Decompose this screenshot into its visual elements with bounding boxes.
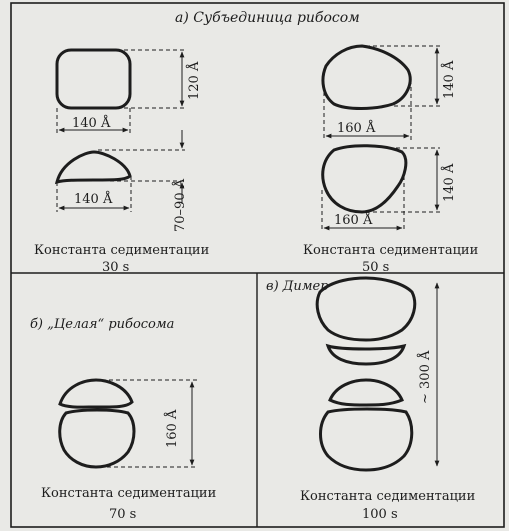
panel-a-title: а) Субъединица рибосом	[175, 10, 360, 26]
small-side-width-label: 140 Å	[74, 191, 113, 207]
panel-a-left-caption: Константа седиментации	[34, 243, 209, 258]
panel-a-right-value: 50 s	[362, 260, 389, 275]
large-subunit-width-label: 160 Å	[337, 120, 376, 136]
large-side-guides	[321, 147, 440, 232]
small-subunit-height-label: 120 Å	[186, 61, 202, 100]
panel-c-value: 100 s	[362, 507, 398, 522]
large-side-height-label: 140 Å	[441, 163, 457, 202]
panel-b-value: 70 s	[109, 507, 136, 522]
panel-b-caption: Константа седиментации	[41, 486, 216, 501]
small-subunit-width-label: 140 Å	[72, 115, 111, 131]
large-subunit-height-label: 140 Å	[441, 60, 457, 99]
small-subunit-guides	[56, 49, 185, 134]
panel-c-title: в) Димер	[266, 279, 329, 294]
large-subunit-side-shape	[321, 144, 408, 214]
small-side-guides	[56, 149, 185, 212]
whole-ribosome-bottom-shape	[58, 408, 136, 469]
whole-ribosome-guides	[100, 379, 198, 468]
whole-ribosome-top-shape	[58, 378, 134, 409]
small-subunit-shape	[55, 48, 132, 110]
large-subunit-shape	[321, 44, 412, 110]
panel-a-right-caption: Константа седиментации	[303, 243, 478, 258]
whole-ribosome-height-label: 160 Å	[164, 409, 180, 448]
dimer-bottom-shape	[319, 407, 414, 472]
dimer-top-shape	[315, 276, 417, 342]
small-side-height-label: 70–90 Å	[172, 178, 188, 232]
dimer-upper-middle-shape	[325, 343, 407, 366]
figure-frame	[10, 2, 505, 528]
large-side-width-label: 160 Å	[334, 212, 373, 228]
small-subunit-side-shape	[54, 150, 132, 185]
panel-a-left-value: 30 s	[102, 260, 129, 275]
dimer-height-label: ~ 300 Å	[417, 350, 433, 404]
panel-b-title: б) „Целая“ рибосома	[30, 317, 174, 332]
panel-c-caption: Константа седиментации	[300, 489, 475, 504]
large-subunit-guides	[323, 45, 440, 140]
dimer-lower-middle-shape	[328, 378, 404, 407]
